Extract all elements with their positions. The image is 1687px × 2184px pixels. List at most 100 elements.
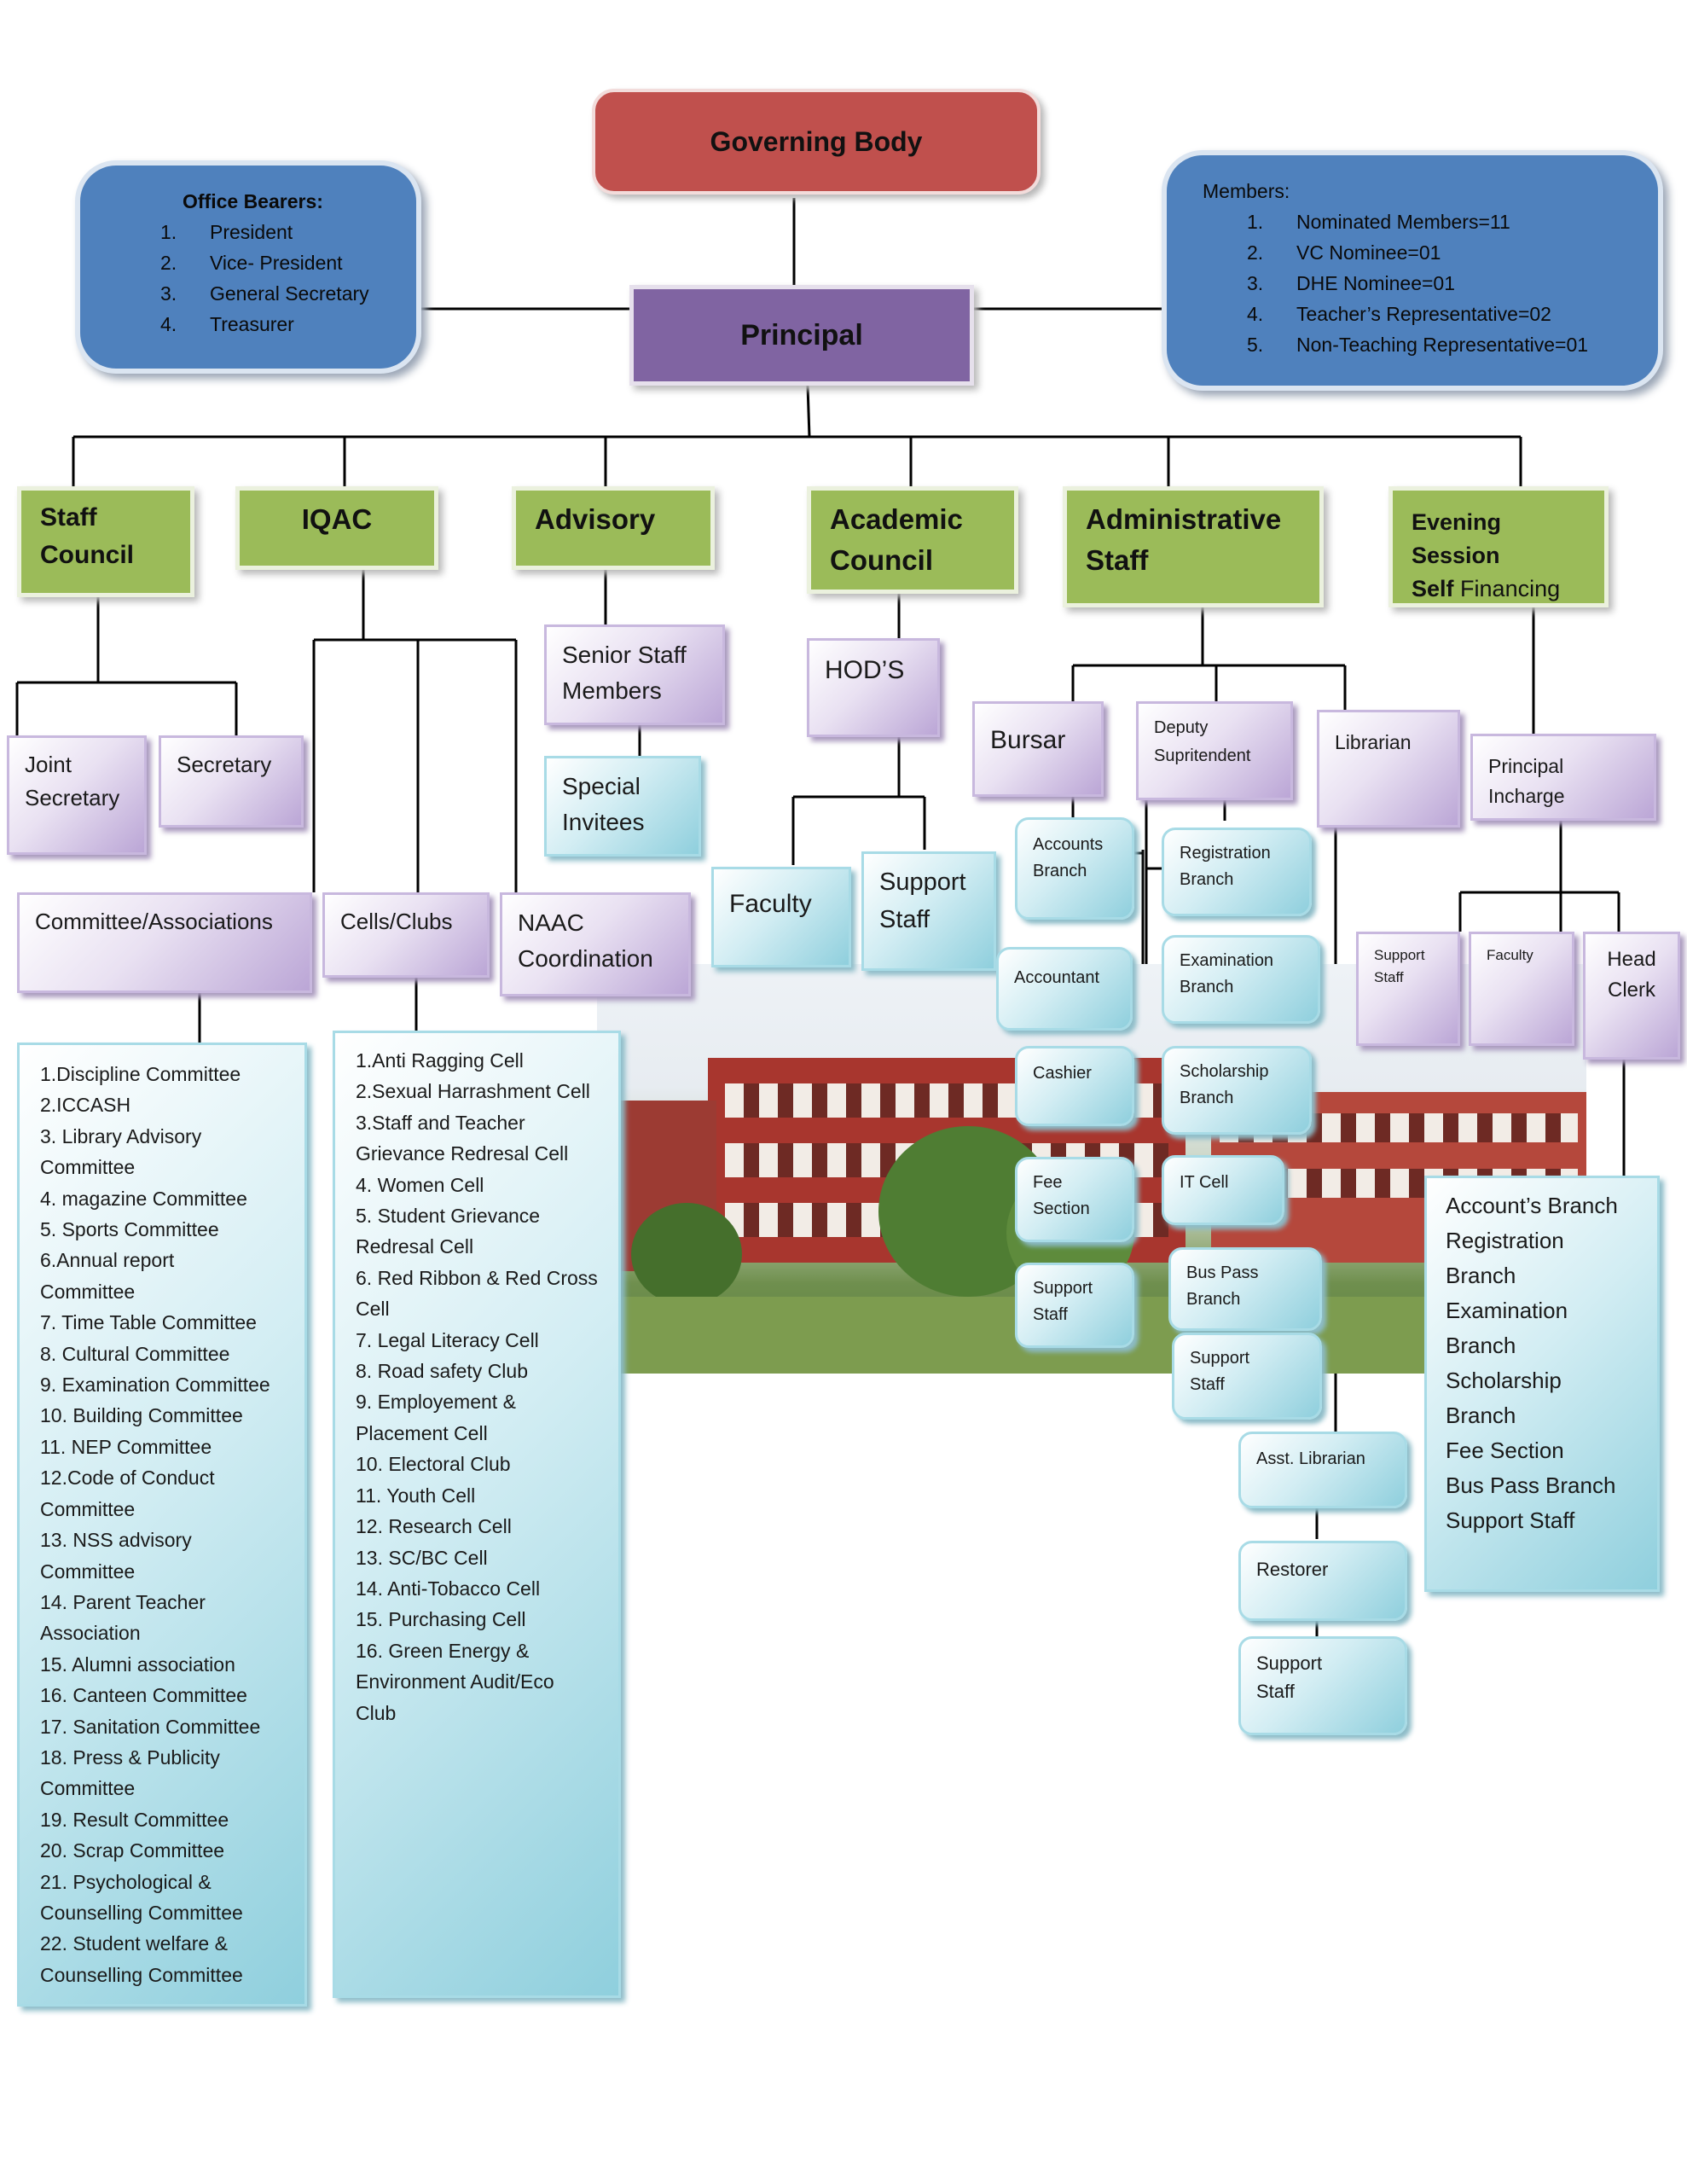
list-item: 11. Youth Cell — [356, 1480, 598, 1511]
members-heading: Members: — [1167, 176, 1658, 206]
committees-list: 1.Discipline Committee 2.ICCASH 3. Libra… — [17, 1043, 307, 2007]
office-bearers-box: Office Bearers: 1.President 2.Vice- Pres… — [75, 160, 421, 374]
list-item: Committee — [40, 1152, 284, 1182]
head-clerk-box: Head Clerk — [1583, 932, 1680, 1060]
office-bearer-item: 3.General Secretary — [160, 278, 416, 309]
bus-pass-branch-box: Bus Pass Branch — [1168, 1247, 1322, 1331]
list-item: Committee — [40, 1556, 284, 1587]
evening-session-box: Evening Session Self Financing — [1388, 486, 1609, 607]
committee-associations-box: Committee/Associations — [17, 892, 312, 993]
list-item: 4. magazine Committee — [40, 1183, 284, 1214]
list-item: Support Staff — [1446, 1503, 1638, 1538]
list-item: 12.Code of Conduct — [40, 1462, 284, 1493]
principal-box: Principal — [629, 285, 974, 386]
member-item: 3.DHE Nominee=01 — [1247, 268, 1658, 299]
list-item: 18. Press & Publicity — [40, 1742, 284, 1773]
list-item: 15. Alumni association — [40, 1649, 284, 1680]
cells-clubs-box: Cells/Clubs — [322, 892, 490, 978]
principal-label: Principal — [740, 319, 863, 352]
library-support-staff-box: Support Staff — [1238, 1636, 1407, 1735]
list-item: Bus Pass Branch — [1446, 1468, 1638, 1503]
unit-label: Council — [830, 540, 995, 581]
unit-label: Staff — [1086, 540, 1301, 581]
list-item: 8. Road safety Club — [356, 1356, 598, 1386]
unit-label: Academic — [830, 499, 995, 540]
joint-secretary-box: Joint Secretary — [7, 735, 147, 855]
iqac-box: IQAC — [235, 486, 438, 570]
list-item: Scholarship — [1446, 1363, 1638, 1398]
governing-body-box: Governing Body — [592, 89, 1041, 195]
list-item: 5. Student Grievance — [356, 1200, 598, 1231]
list-item: Committee — [40, 1276, 284, 1307]
naac-coordination-box: NAAC Coordination — [500, 892, 691, 996]
list-item: 19. Result Committee — [40, 1804, 284, 1835]
list-item: Account’s Branch — [1446, 1188, 1638, 1223]
unit-label: IQAC — [258, 499, 415, 540]
list-item: Association — [40, 1618, 284, 1648]
hods-box: HOD’S — [807, 638, 940, 737]
list-item: 9. Employement & — [356, 1386, 598, 1417]
deputy-support-staff-box: Support Staff — [1172, 1333, 1322, 1420]
list-item: 10. Electoral Club — [356, 1449, 598, 1479]
list-item: 16. Canteen Committee — [40, 1680, 284, 1711]
list-item: 14. Anti-Tobacco Cell — [356, 1573, 598, 1604]
list-item: 6. Red Ribbon & Red Cross — [356, 1263, 598, 1293]
list-item: Club — [356, 1698, 598, 1728]
fee-section-box: Fee Section — [1015, 1157, 1134, 1242]
staff-council-box: Staff Council — [17, 486, 194, 597]
list-item: 4. Women Cell — [356, 1170, 598, 1200]
it-cell-box: IT Cell — [1162, 1155, 1284, 1225]
members-list: 1.Nominated Members=11 2.VC Nominee=01 3… — [1167, 206, 1658, 360]
office-bearers-list: 1.President 2.Vice- President 3.General … — [80, 217, 416, 340]
office-bearer-item: 1.President — [160, 217, 416, 247]
list-item: Counselling Committee — [40, 1897, 284, 1928]
list-item: 1.Discipline Committee — [40, 1059, 284, 1089]
list-item: 21. Psychological & — [40, 1867, 284, 1897]
member-item: 1.Nominated Members=11 — [1247, 206, 1658, 237]
list-item: Counselling Committee — [40, 1960, 284, 1990]
accountant-box: Accountant — [996, 947, 1133, 1031]
evening-faculty-box: Faculty — [1469, 932, 1574, 1046]
academic-support-staff-box: Support Staff — [861, 851, 996, 971]
list-item: 22. Student welfare & — [40, 1928, 284, 1959]
list-item: 7. Legal Literacy Cell — [356, 1325, 598, 1356]
librarian-box: Librarian — [1317, 710, 1460, 828]
list-item: Grievance Redresal Cell — [356, 1138, 598, 1169]
list-item: 13. NSS advisory — [40, 1525, 284, 1555]
cashier-box: Cashier — [1015, 1046, 1134, 1126]
unit-label: Administrative — [1086, 499, 1301, 540]
examination-branch-box: Examination Branch — [1162, 935, 1320, 1024]
member-item: 5.Non-Teaching Representative=01 — [1247, 329, 1658, 360]
accounts-branch-box: Accounts Branch — [1015, 817, 1134, 920]
academic-council-box: Academic Council — [807, 486, 1018, 594]
cells-list: 1.Anti Ragging Cell 2.Sexual Harrashment… — [333, 1031, 621, 1998]
unit-label: Council — [40, 537, 171, 574]
list-item: 8. Cultural Committee — [40, 1339, 284, 1369]
list-item: 12. Research Cell — [356, 1511, 598, 1542]
unit-label: Advisory — [535, 499, 692, 540]
list-item: 11. NEP Committee — [40, 1432, 284, 1462]
member-item: 4.Teacher’s Representative=02 — [1247, 299, 1658, 329]
list-item: 13. SC/BC Cell — [356, 1542, 598, 1573]
list-item: Cell — [356, 1293, 598, 1324]
list-item: Placement Cell — [356, 1418, 598, 1449]
list-item: Committee — [40, 1773, 284, 1804]
evening-support-staff-box: Support Staff — [1356, 932, 1460, 1046]
bursar-support-staff-box: Support Staff — [1015, 1263, 1134, 1348]
list-item: 15. Purchasing Cell — [356, 1604, 598, 1635]
bursar-box: Bursar — [972, 701, 1104, 797]
list-item: 2.Sexual Harrashment Cell — [356, 1076, 598, 1107]
unit-label: Staff — [40, 499, 171, 537]
office-bearers-heading: Office Bearers: — [80, 186, 416, 217]
head-clerk-list: Account’s Branch Registration Branch Exa… — [1424, 1176, 1660, 1592]
scholarship-branch-box: Scholarship Branch — [1162, 1046, 1312, 1135]
list-item: 10. Building Committee — [40, 1400, 284, 1431]
administrative-staff-box: Administrative Staff — [1063, 486, 1324, 607]
senior-staff-box: Senior Staff Members — [544, 624, 725, 725]
list-item: Committee — [40, 1494, 284, 1525]
office-bearer-item: 4.Treasurer — [160, 309, 416, 340]
member-item: 2.VC Nominee=01 — [1247, 237, 1658, 268]
list-item: 17. Sanitation Committee — [40, 1711, 284, 1742]
list-item: 14. Parent Teacher — [40, 1587, 284, 1618]
list-item: Branch — [1446, 1398, 1638, 1433]
